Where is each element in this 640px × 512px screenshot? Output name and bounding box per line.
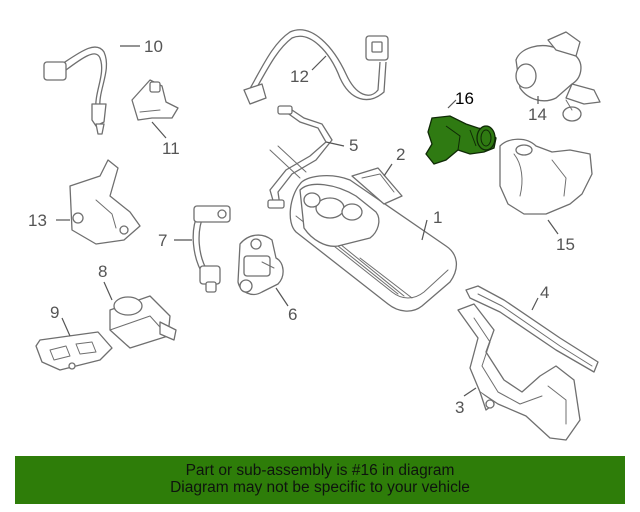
part-15-shield[interactable] — [499, 138, 593, 215]
parts-diagram: 1 2 3 4 5 6 7 8 9 10 11 12 13 14 15 16 — [28, 29, 601, 441]
part-10-o2-sensor[interactable] — [43, 46, 108, 135]
leader-lines — [56, 45, 559, 397]
callout-6[interactable]: 6 — [288, 305, 297, 324]
callout-2[interactable]: 2 — [396, 145, 405, 164]
part-14-pump[interactable] — [515, 31, 601, 122]
part-11-bracket[interactable] — [131, 79, 179, 121]
callout-7[interactable]: 7 — [158, 231, 167, 250]
part-8-solenoid[interactable] — [109, 295, 177, 349]
part-12-hose[interactable] — [243, 29, 389, 105]
part-7-sensor[interactable] — [192, 205, 231, 293]
callout-9[interactable]: 9 — [50, 303, 59, 322]
part-16-sensor[interactable] — [425, 115, 497, 165]
callout-14[interactable]: 14 — [528, 105, 547, 124]
info-banner: Part or sub-assembly is #16 in diagram D… — [15, 456, 625, 504]
part-6-valve[interactable] — [237, 234, 284, 296]
banner-line-2: Diagram may not be specific to your vehi… — [170, 479, 470, 496]
callout-8[interactable]: 8 — [98, 262, 107, 281]
callout-13[interactable]: 13 — [28, 211, 47, 230]
callout-15[interactable]: 15 — [556, 235, 575, 254]
callout-1[interactable]: 1 — [433, 208, 442, 227]
callout-11[interactable]: 11 — [162, 139, 180, 158]
part-13-plate[interactable] — [69, 159, 141, 245]
part-4-rail[interactable] — [465, 285, 599, 373]
callouts: 1 2 3 4 5 6 7 8 9 10 11 12 13 14 15 16 — [28, 37, 575, 417]
callout-4[interactable]: 4 — [540, 283, 549, 302]
banner-line-1: Part or sub-assembly is #16 in diagram — [185, 462, 455, 479]
part-1-canister[interactable] — [269, 145, 457, 312]
callout-12[interactable]: 12 — [290, 67, 309, 86]
callout-5[interactable]: 5 — [349, 136, 358, 155]
callout-16[interactable]: 16 — [455, 89, 474, 108]
callout-3[interactable]: 3 — [455, 398, 464, 417]
part-3-frame[interactable] — [457, 303, 581, 441]
part-2-plate[interactable] — [351, 167, 403, 205]
callout-10[interactable]: 10 — [144, 37, 163, 56]
part-9-bracket[interactable] — [35, 331, 113, 371]
part-5-pipe[interactable] — [267, 105, 333, 209]
